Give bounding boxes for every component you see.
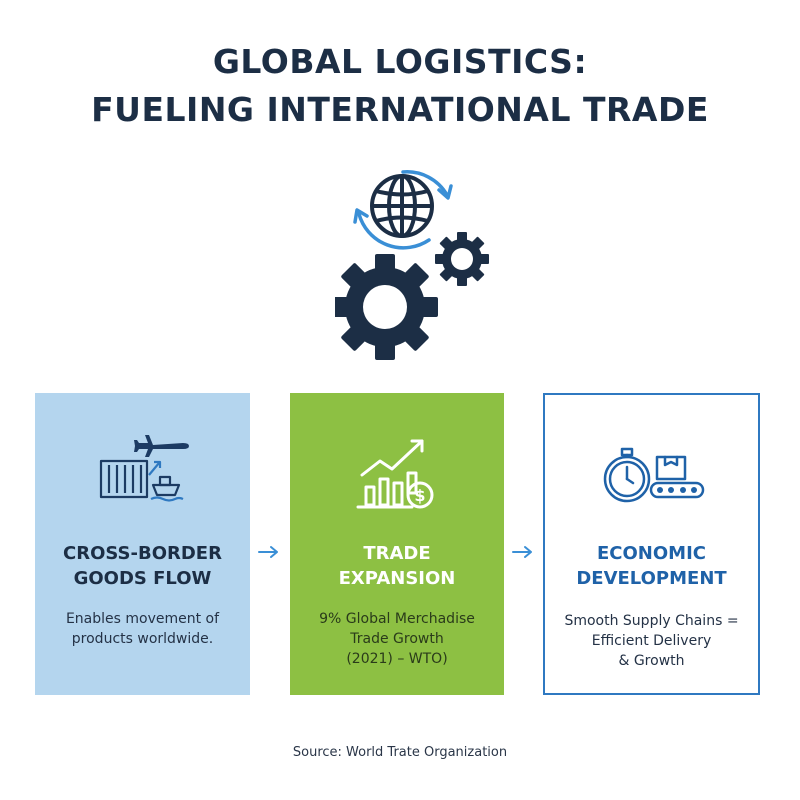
plane-icon [133,435,189,457]
arrow-right-icon [258,546,278,558]
card-description: Smooth Supply Chains = Efficient Deliver… [551,611,752,671]
card-description: 9% Global Merchadise Trade Growth (2021)… [296,609,498,669]
title-line-2: FUELING INTERNATIONAL TRADE [91,90,709,129]
source-caption: Source: World Trate Organization [292,745,508,760]
card-heading-line: DEVELOPMENT [576,568,727,589]
card-trade-expansion: $ TRADE EXPANSION 9% Global Merchadise T… [290,393,504,695]
large-gear-icon [335,254,438,360]
card-text-line: Efficient Delivery [591,633,712,649]
card-text-line: Smooth Supply Chains = [564,613,739,629]
card-heading: CROSS-BORDER GOODS FLOW [35,541,250,591]
stopwatch-conveyor-icon [603,447,704,503]
card-text-line: & Growth [618,653,685,669]
card-heading-line: EXPANSION [338,568,456,589]
small-gear-icon [435,232,489,286]
title-line-1: GLOBAL LOGISTICS: [212,42,588,81]
card-text-line: products worldwide. [71,631,214,647]
card-heading: TRADE EXPANSION [290,541,504,591]
card-economic-development: ECONOMIC DEVELOPMENT Smooth Supply Chain… [543,393,760,695]
card-text-line: 9% Global Merchadise [319,611,475,627]
card-heading-line: ECONOMIC [597,543,706,564]
card-heading: ECONOMIC DEVELOPMENT [545,541,758,591]
card-heading-line: CROSS-BORDER [63,543,222,564]
dollar-sign-glyph: $ [414,486,425,505]
shipping-container-plane-ship-icon [99,435,189,502]
card-text-line: Enables movement of [65,611,220,627]
page-title: GLOBAL LOGISTICS: FUELING INTERNATIONAL … [0,38,800,134]
card-heading-line: TRADE [363,543,431,564]
rotation-arrows-icon [353,170,453,250]
card-description: Enables movement of products worldwide. [41,609,244,649]
card-text-line: Trade Growth [350,631,444,647]
hero-illustration [335,170,489,360]
card-cross-border-goods-flow: CROSS-BORDER GOODS FLOW Enables movement… [35,393,250,695]
card-text-line: (2021) – WTO) [346,651,448,667]
arrow-right-icon [512,546,532,558]
card-heading-line: GOODS FLOW [73,568,212,589]
globe-icon [370,174,434,238]
growth-chart-dollar-icon: $ [356,439,434,509]
